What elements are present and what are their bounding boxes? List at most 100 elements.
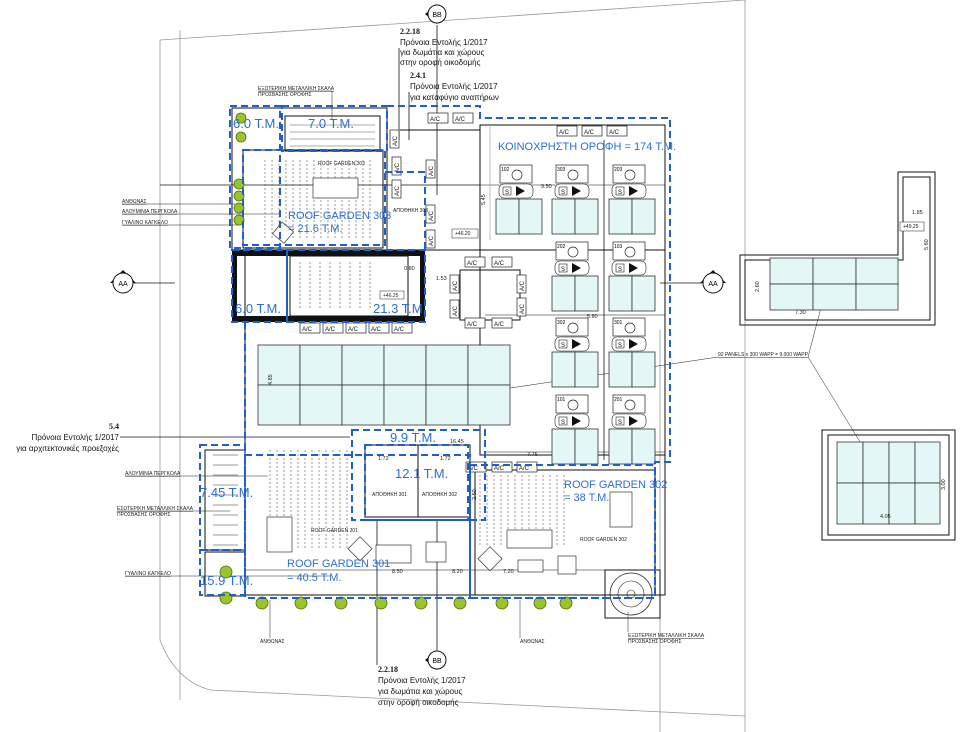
svg-text:2.60: 2.60 xyxy=(755,281,761,292)
pump-icon xyxy=(629,416,638,426)
room-labels: ΑΠΟΘΗΚΗ 301 ΑΠΟΘΗΚΗ 302 ΑΠΟΘΗΚΗ 303 ROOF… xyxy=(311,161,925,543)
svg-text:7.20: 7.20 xyxy=(503,569,514,575)
svg-text:ΠΡΟΣΒΑΣΗΣ ΟΡΟΦΗΣ: ΠΡΟΣΒΑΣΗΣ ΟΡΟΦΗΣ xyxy=(117,512,171,518)
svg-text:ROOF GARDEN 301: ROOF GARDEN 301 xyxy=(311,528,358,534)
ac-unit: A/C xyxy=(491,461,513,473)
svg-text:Πρόνοια Εντολής 1/2017: Πρόνοια Εντολής 1/2017 xyxy=(378,676,466,685)
svg-text:3.00: 3.00 xyxy=(941,479,947,490)
pump-icon xyxy=(572,186,581,196)
ac-unit: A/C xyxy=(464,256,486,268)
svg-text:A/C: A/C xyxy=(302,327,313,333)
svg-text:15.9 T.M.: 15.9 T.M. xyxy=(200,573,253,588)
svg-text:7.75: 7.75 xyxy=(527,452,538,458)
svg-text:ΕΣΩΤΕΡΙΚΗ ΜΕΤΑΛΛΙΚΗ ΣΚΑΛΑ: ΕΣΩΤΕΡΙΚΗ ΜΕΤΑΛΛΙΚΗ ΣΚΑΛΑ xyxy=(117,506,194,512)
pump-icon xyxy=(629,186,638,196)
svg-text:A/C: A/C xyxy=(348,327,359,333)
svg-text:1.85: 1.85 xyxy=(912,210,923,216)
planters xyxy=(219,112,573,610)
svg-text:BB: BB xyxy=(432,12,442,19)
ac-unit: A/C xyxy=(368,322,390,334)
svg-text:A/C: A/C xyxy=(325,327,336,333)
pump-mark: S xyxy=(618,267,622,273)
pump-mark: S xyxy=(618,343,622,349)
heater-number: 102 xyxy=(501,167,510,173)
solar-panel-array-l-roof xyxy=(739,171,936,326)
solar-panel xyxy=(467,344,511,386)
pump-icon xyxy=(629,339,638,349)
ac-unit: A/C xyxy=(491,317,513,329)
svg-text:ROOF GARDEN 302: ROOF GARDEN 302 xyxy=(564,479,667,491)
ac-unit: A/C xyxy=(516,274,527,294)
ac-unit: A/C xyxy=(345,322,367,334)
furniture xyxy=(266,177,633,575)
svg-text:ΓΥΑΛΙΝΟ ΚΑΓΚΕΛΟ: ΓΥΑΛΙΝΟ ΚΑΓΚΕΛΟ xyxy=(125,571,171,577)
ac-unit: A/C xyxy=(427,112,449,124)
ac-unit: A/C xyxy=(425,159,436,179)
ac-unit: A/C xyxy=(391,179,402,199)
building-walls xyxy=(160,107,666,619)
svg-text:= 21.6 T.M.: = 21.6 T.M. xyxy=(288,223,343,235)
svg-text:ΑΠΟΘΗΚΗ 301: ΑΠΟΘΗΚΗ 301 xyxy=(372,492,407,498)
svg-text:ΕΞΩΤΕΡΙΚΗ ΜΕΤΑΛΛΙΚΗ ΣΚΑΛΑ: ΕΞΩΤΕΡΙΚΗ ΜΕΤΑΛΛΙΚΗ ΣΚΑΛΑ xyxy=(628,633,705,639)
svg-text:A/C: A/C xyxy=(494,261,505,267)
heater-number: 202 xyxy=(557,244,566,250)
svg-text:ΑΛΟΥΜΙΝΙΑ ΠΕΡΓΚΟΛΑ: ΑΛΟΥΜΙΝΙΑ ΠΕΡΓΚΟΛΑ xyxy=(122,209,178,215)
solar-panel-array-main xyxy=(257,344,511,426)
solar-panel xyxy=(383,344,427,386)
svg-text:BB: BB xyxy=(432,658,442,665)
svg-text:A/C: A/C xyxy=(395,185,401,196)
svg-text:A/C: A/C xyxy=(494,322,505,328)
svg-text:A/C: A/C xyxy=(429,235,435,246)
pergola-hatch xyxy=(213,124,565,550)
solar-panel-array-lower-roof xyxy=(821,429,956,541)
svg-text:7.0 T.M.: 7.0 T.M. xyxy=(308,116,354,131)
ac-unit: A/C xyxy=(452,112,474,124)
heater-number: 201 xyxy=(614,397,623,403)
svg-text:0.80: 0.80 xyxy=(404,266,415,272)
svg-text:2.50: 2.50 xyxy=(472,489,478,500)
ac-unit: A/C xyxy=(449,299,460,319)
heater-number: 103 xyxy=(614,244,623,250)
svg-text:5.4: 5.4 xyxy=(109,422,119,431)
svg-text:A/C: A/C xyxy=(429,165,435,176)
svg-text:ROOF GARDEN 302: ROOF GARDEN 302 xyxy=(580,537,627,543)
area-labels: 6.0 T.M. 7.0 T.M. ROOF GARDEN 303 = 21.6… xyxy=(200,116,676,588)
ac-unit: A/C xyxy=(464,317,486,329)
svg-text:8.20: 8.20 xyxy=(452,569,463,575)
svg-text:A/C: A/C xyxy=(494,466,505,472)
solar-panel xyxy=(425,384,469,426)
heater-number: 301 xyxy=(614,320,623,326)
svg-text:1.53: 1.53 xyxy=(436,276,447,282)
ac-unit: A/C xyxy=(299,322,321,334)
svg-text:ΓΥΑΛΙΝΟ ΚΑΓΚΕΛΟ: ΓΥΑΛΙΝΟ ΚΑΓΚΕΛΟ xyxy=(122,220,168,226)
svg-text:A/C: A/C xyxy=(559,130,570,136)
svg-text:AA: AA xyxy=(708,281,718,288)
svg-text:5.60: 5.60 xyxy=(924,239,930,250)
heater-number: 302 xyxy=(557,320,566,326)
svg-text:A/C: A/C xyxy=(453,280,459,291)
pump-mark: S xyxy=(561,420,565,426)
svg-text:A/C: A/C xyxy=(394,327,405,333)
svg-text:+49.25: +49.25 xyxy=(903,224,919,230)
pump-mark: S xyxy=(618,190,622,196)
svg-text:7.30: 7.30 xyxy=(795,310,806,316)
solar-panel xyxy=(467,384,511,426)
svg-text:ΑΠΟΘΗΚΗ 303: ΑΠΟΘΗΚΗ 303 xyxy=(393,208,428,214)
solar-panel xyxy=(257,384,301,426)
pump-mark: S xyxy=(561,343,565,349)
svg-text:= 38 T.M.: = 38 T.M. xyxy=(564,492,609,504)
svg-text:ΚΟΙΝΟΧΡΗΣΤΗ ΟΡΟΦΗ = 174 T.M.: ΚΟΙΝΟΧΡΗΣΤΗ ΟΡΟΦΗ = 174 T.M. xyxy=(498,141,676,153)
svg-text:8.50: 8.50 xyxy=(392,569,403,575)
svg-text:Πρόνοια Εντολής 1/2017: Πρόνοια Εντολής 1/2017 xyxy=(31,433,119,442)
svg-text:7.45 T.M.: 7.45 T.M. xyxy=(200,485,253,500)
svg-text:A/C: A/C xyxy=(609,130,620,136)
solar-panel xyxy=(425,344,469,386)
